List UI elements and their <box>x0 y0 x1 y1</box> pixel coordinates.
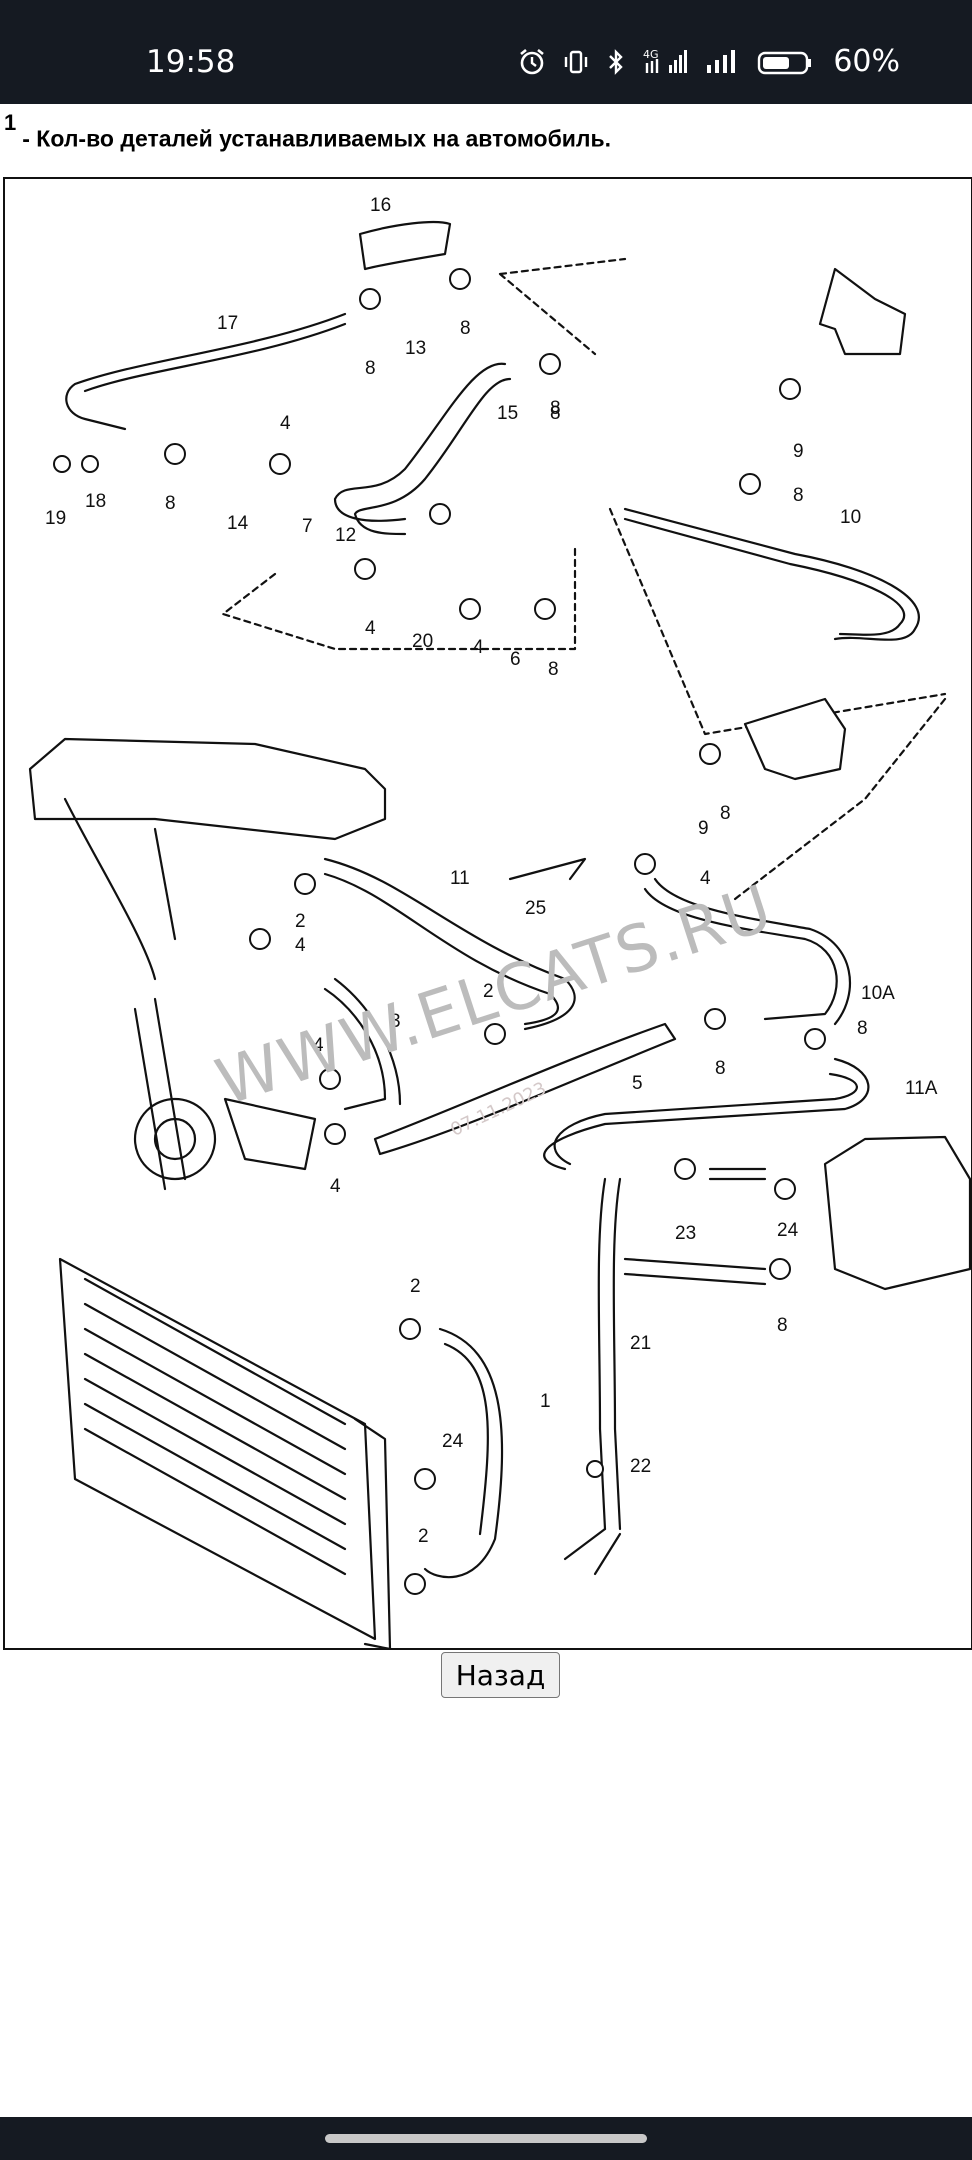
part-label: 9 <box>793 441 804 462</box>
part-label: 8 <box>793 485 804 506</box>
part-label: 2 <box>295 911 306 932</box>
part-label: 5 <box>632 1073 643 1094</box>
part-label: 15 <box>497 403 518 424</box>
part-label: 4 <box>700 868 711 889</box>
part-label: 9 <box>698 818 709 839</box>
part-label: 11 <box>450 868 470 889</box>
footnote-index: 1 <box>4 110 17 135</box>
status-bar: 19:58 4G 60% <box>0 0 972 104</box>
part-label: 25 <box>525 898 546 919</box>
vibrate-icon <box>563 47 589 77</box>
part-label: 21 <box>630 1333 651 1354</box>
signal-icon-2 <box>705 47 741 77</box>
part-label: 1 <box>540 1391 551 1412</box>
part-label: 20 <box>412 631 433 652</box>
part-label: 3 <box>390 1011 401 1032</box>
bluetooth-icon <box>605 47 627 77</box>
part-label: 4 <box>280 413 291 434</box>
status-icons: 4G 60% <box>517 44 900 79</box>
part-label: 11A <box>905 1078 938 1099</box>
cooling-system-drawing: 16 17 13 8 8 8 15 8 4 19 18 8 14 9 8 7 1… <box>28 195 971 1648</box>
parts-diagram: 16 17 13 8 8 8 15 8 4 19 18 8 14 9 8 7 1… <box>3 177 972 1650</box>
part-label: 8 <box>715 1058 726 1079</box>
part-label: 13 <box>405 338 426 359</box>
signal-icon: 4G <box>643 47 689 77</box>
footnote-text: - Кол-во деталей устанавливаемых на авто… <box>22 125 612 152</box>
footnote: 1- Кол-во деталей устанавливаемых на авт… <box>4 110 612 153</box>
alarm-icon <box>517 47 547 77</box>
back-button[interactable]: Назад <box>441 1652 560 1698</box>
part-label: 2 <box>410 1276 421 1297</box>
status-time: 19:58 <box>146 44 236 80</box>
part-label: 14 <box>227 513 249 534</box>
battery-percent: 60% <box>833 44 900 79</box>
part-label: 8 <box>550 403 561 424</box>
part-label: 8 <box>777 1315 788 1336</box>
battery-icon <box>757 47 813 77</box>
part-label: 19 <box>45 508 66 529</box>
part-label: 24 <box>442 1431 464 1452</box>
part-label: 6 <box>510 649 521 670</box>
part-label: 4 <box>330 1176 341 1197</box>
part-label: 4 <box>473 637 484 658</box>
part-label: 8 <box>857 1018 868 1039</box>
part-label: 17 <box>217 313 238 334</box>
part-label: 4 <box>313 1035 324 1056</box>
part-label: 8 <box>460 318 471 339</box>
part-label: 10 <box>840 507 861 528</box>
part-label: 2 <box>418 1526 429 1547</box>
part-label: 8 <box>548 659 559 680</box>
part-label: 8 <box>720 803 731 824</box>
part-label: 22 <box>630 1456 651 1477</box>
part-label: 23 <box>675 1223 696 1244</box>
network-type: 4G <box>643 48 659 61</box>
part-label: 10A <box>861 983 895 1004</box>
part-label: 2 <box>483 981 494 1002</box>
part-label: 8 <box>365 358 376 379</box>
part-label: 12 <box>335 525 356 546</box>
part-label: 24 <box>777 1220 799 1241</box>
part-label: 16 <box>370 195 391 216</box>
home-indicator[interactable] <box>325 2134 647 2143</box>
part-label: 4 <box>295 935 306 956</box>
part-label: 4 <box>365 618 376 639</box>
part-label: 8 <box>550 398 561 419</box>
part-label: 18 <box>85 491 106 512</box>
part-label: 8 <box>165 493 176 514</box>
part-label: 7 <box>302 516 313 537</box>
